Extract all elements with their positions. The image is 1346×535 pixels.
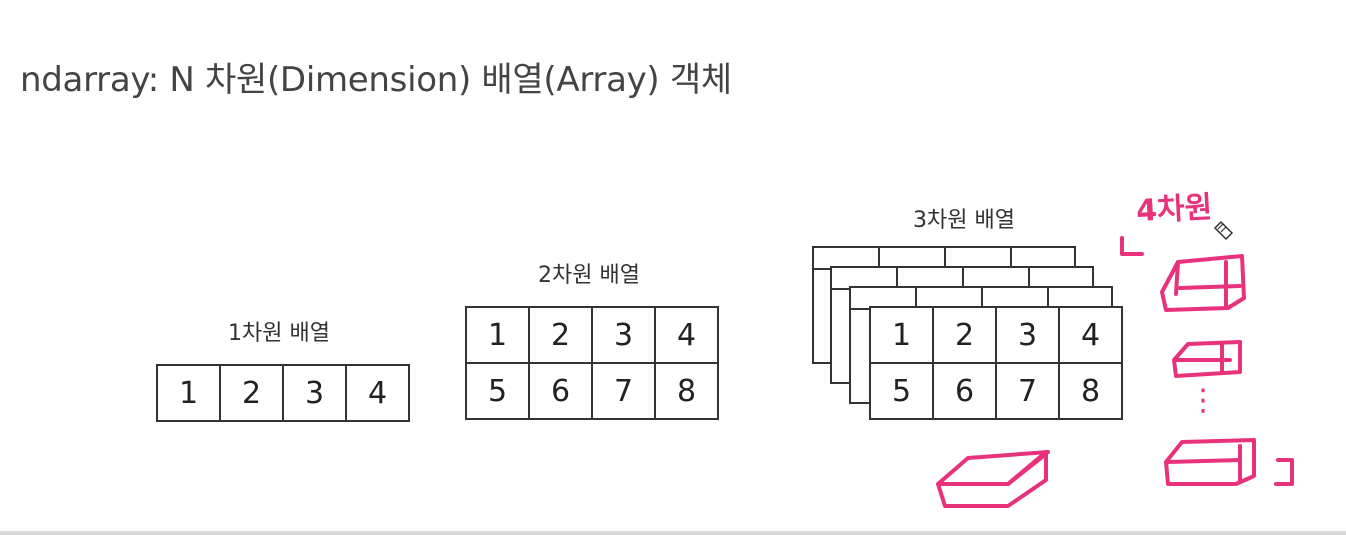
array-2d: 1 2 3 4 5 6 7 8 [465, 306, 719, 420]
array-cell: 7 [591, 362, 656, 420]
array-cell: 3 [282, 364, 347, 422]
open-bracket-mark [1120, 236, 1144, 256]
array-cell: 1 [156, 364, 221, 422]
array-1d: 1 2 3 4 [156, 364, 410, 422]
array-cell: 1 [465, 306, 530, 364]
array-cell: 2 [932, 306, 997, 364]
box-sketch-3d [936, 450, 1050, 508]
pen-cursor-icon [1213, 220, 1234, 241]
array-cell: 6 [932, 362, 997, 420]
slide-title: ndarray: N 차원(Dimension) 배열(Array) 객체 [20, 60, 732, 100]
array-3d-row: 5 6 7 8 [869, 362, 1123, 420]
array-cell: 5 [869, 362, 934, 420]
array-2d-row: 1 2 3 4 [465, 306, 719, 364]
close-bracket-mark [1274, 458, 1294, 486]
array-cell: 6 [528, 362, 593, 420]
array-cell: 5 [465, 362, 530, 420]
array-cell: 4 [1058, 306, 1123, 364]
array-cell: 3 [995, 306, 1060, 364]
array-cell: 4 [654, 306, 719, 364]
caption-2d-array: 2차원 배열 [538, 263, 640, 288]
array-cell: 7 [995, 362, 1060, 420]
array-cell: 8 [654, 362, 719, 420]
handwritten-label-4d: 4차원 [1135, 190, 1214, 229]
bottom-bar [0, 531, 1346, 535]
vertical-ellipsis: ⋮ [1188, 383, 1218, 418]
caption-1d-array: 1차원 배열 [228, 321, 330, 346]
array-1d-row: 1 2 3 4 [156, 364, 410, 422]
array-cell: 1 [869, 306, 934, 364]
array-cell: 8 [1058, 362, 1123, 420]
cube-sketch-3 [1164, 438, 1256, 486]
array-cell: 2 [219, 364, 284, 422]
array-cell: 4 [345, 364, 410, 422]
array-cell: 3 [591, 306, 656, 364]
array-3d-front-layer: 1 2 3 4 5 6 7 8 [869, 306, 1123, 420]
array-3d-row: 1 2 3 4 [869, 306, 1123, 364]
cube-sketch-1 [1160, 254, 1246, 312]
caption-3d-array: 3차원 배열 [913, 208, 1015, 233]
cube-sketch-2 [1172, 340, 1242, 378]
array-cell: 2 [528, 306, 593, 364]
array-2d-row: 5 6 7 8 [465, 362, 719, 420]
